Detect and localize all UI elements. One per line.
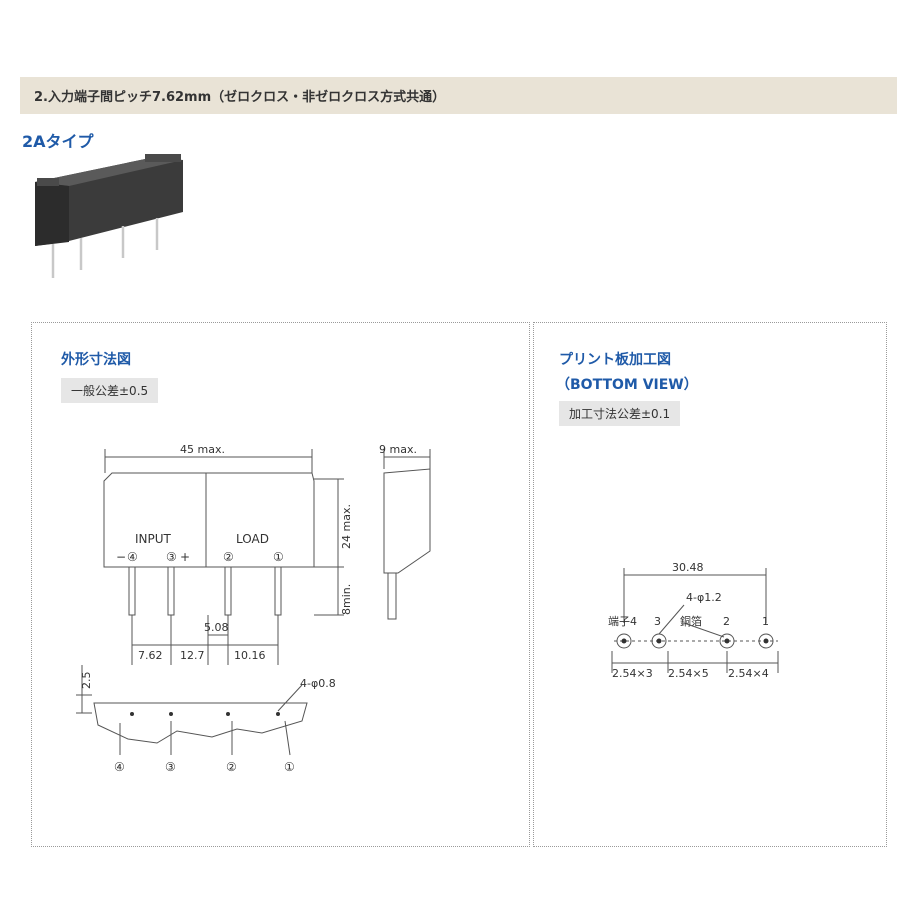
label-load: LOAD <box>236 532 269 546</box>
dim-p1: 7.62 <box>138 649 163 662</box>
outline-title: 外形寸法図 <box>61 352 131 368</box>
label-pin3: ③ <box>166 550 177 564</box>
bottom-pin2: ② <box>226 760 237 774</box>
pcb-copper: 銅箔 <box>680 614 702 628</box>
dim-holes: 4-φ0.8 <box>300 677 336 690</box>
pcb-subtitle: （BOTTOM VIEW） <box>556 377 698 393</box>
dim-width: 45 max. <box>180 443 225 456</box>
dim-depth: 9 max. <box>379 443 417 456</box>
pcb-spacing-2: 2.54×5 <box>668 667 709 680</box>
pcb-drawing: 30.48 4-φ1.2 銅箔 端子4 3 2 1 2.54×3 2.54×5 … <box>608 561 779 680</box>
pcb-dim-overall: 30.48 <box>672 561 704 574</box>
relay-pins <box>51 218 159 278</box>
label-minus: − <box>116 550 126 564</box>
relay-body <box>35 154 183 246</box>
outline-panel: 外形寸法図 一般公差±0.5 <box>31 322 530 847</box>
label-pin1: ① <box>273 550 284 564</box>
pcb-panel: プリント板加工図 （BOTTOM VIEW） 加工寸法公差±0.1 3 <box>533 322 887 847</box>
type-label: 2Aタイプ <box>22 132 94 151</box>
product-image <box>35 154 183 278</box>
pcb-terminal4: 端子4 <box>608 615 637 628</box>
bottom-pin3: ③ <box>165 760 176 774</box>
bottom-pin4: ④ <box>114 760 125 774</box>
bottom-pin1: ① <box>284 760 295 774</box>
label-plus: + <box>180 550 190 564</box>
outline-tolerance: 一般公差±0.5 <box>61 378 159 403</box>
section-header: 2.入力端子間ピッチ7.62mm（ゼロクロス・非ゼロクロス方式共通） <box>20 77 897 114</box>
pcb-terminal2: 2 <box>723 615 730 628</box>
pcb-tolerance: 加工寸法公差±0.1 <box>559 401 681 426</box>
pcb-terminal1: 1 <box>762 615 769 628</box>
dim-p2: 12.7 <box>180 649 205 662</box>
outline-drawing: 45 max. 9 max. 24 max. 8min. 5.08 7.62 1… <box>76 443 431 774</box>
label-input: INPUT <box>135 532 172 546</box>
dim-pin-length: 8min. <box>340 584 353 615</box>
dim-height: 24 max. <box>340 504 353 549</box>
pcb-spacing-1: 2.54×3 <box>612 667 653 680</box>
pcb-dim-holes: 4-φ1.2 <box>686 591 722 604</box>
pcb-title: プリント板加工図 <box>559 352 671 368</box>
label-pin4: ④ <box>127 550 138 564</box>
section-title: 2.入力端子間ピッチ7.62mm（ゼロクロス・非ゼロクロス方式共通） <box>34 90 446 105</box>
dim-edge: 2.5 <box>80 672 93 690</box>
label-pin2: ② <box>223 550 234 564</box>
dim-p3: 10.16 <box>234 649 266 662</box>
pcb-spacing-3: 2.54×4 <box>728 667 769 680</box>
pcb-terminal3: 3 <box>654 615 661 628</box>
dim-pitch-small: 5.08 <box>204 621 229 634</box>
